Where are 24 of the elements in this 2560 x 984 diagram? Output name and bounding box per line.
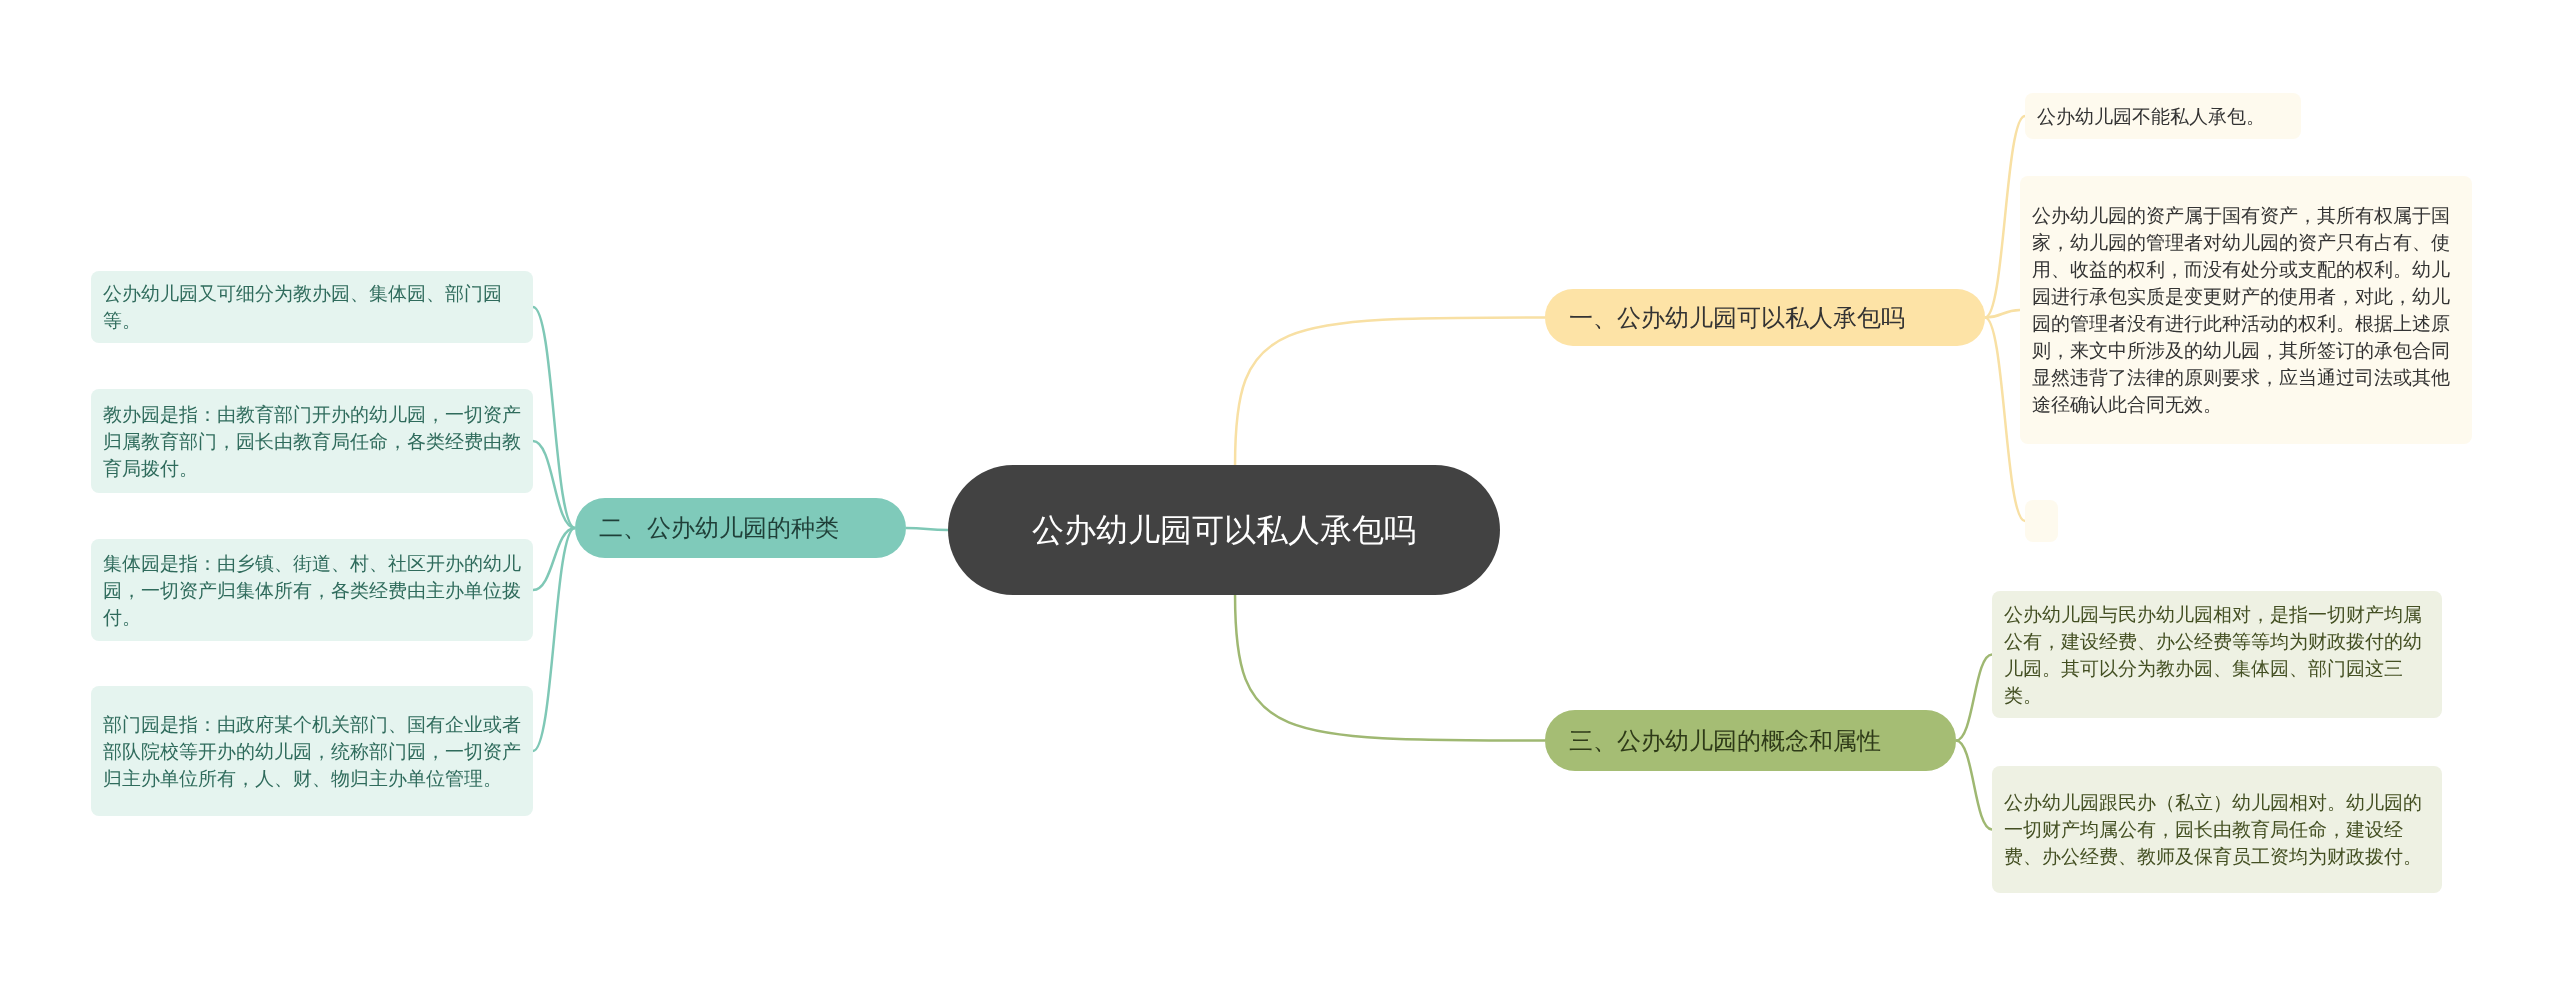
- leaf-note: 公办幼儿园与民办幼儿园相对，是指一切财产均属公有，建设经费、办公经费等等均为财政拨付的幼儿园。其可以分为教办园、集体园、部门园这三类。: [1992, 591, 2442, 718]
- leaf-note: 公办幼儿园不能私人承包。: [2025, 93, 2301, 139]
- leaf-note: 公办幼儿园的资产属于国有资产，其所有权属于国家，幼儿园的管理者对幼儿园的资产只有占有、使用、收益的权利，而没有处分或支配的权利。幼儿园进行承包实质是变更财产的使用者，对此，幼儿园的管理者没有进行此种活动的权利。根据上述原则，来文中所涉及的幼儿园，其所签订的承包合同显然违背了法律的原则要求，应当通过司法或其他途径确认此合同无效。: [2020, 176, 2472, 444]
- connector-line: [1955, 653, 1993, 742]
- connector-line: [532, 439, 576, 530]
- connector-line: [1233, 316, 1545, 466]
- connector-line: [906, 526, 948, 532]
- central-topic: 公办幼儿园可以私人承包吗: [948, 465, 1500, 595]
- branch-topic: 一、公办幼儿园可以私人承包吗: [1545, 289, 1985, 346]
- connector-line: [1984, 115, 2026, 319]
- connector-line: [1984, 316, 2026, 522]
- leaf-note: 部门园是指：由政府某个机关部门、国有企业或者部队院校等开办的幼儿园，统称部门园，一切资产归主办单位所有，人、财、物归主办单位管理。: [91, 686, 533, 816]
- leaf-note: 集体园是指：由乡镇、街道、村、社区开办的幼儿园，一切资产归集体所有，各类经费由主办单位拨付。: [91, 539, 533, 641]
- leaf-note: 公办幼儿园又可细分为教办园、集体园、部门园等。: [91, 271, 533, 343]
- leaf-note: 公办幼儿园跟民办（私立）幼儿园相对。幼儿园的一切财产均属公有，园长由教育局任命，建设经费、办公经费、教师及保育员工资均为财政拨付。: [1992, 766, 2442, 893]
- empty-leaf-box: [2025, 500, 2058, 542]
- leaf-note: 教办园是指：由教育部门开办的幼儿园，一切资产归属教育部门，园长由教育局任命，各类经费由教育局拨付。: [91, 389, 533, 493]
- connector-line: [1955, 739, 1993, 831]
- branch-topic: 二、公办幼儿园的种类: [575, 498, 906, 558]
- connector-line: [532, 306, 576, 529]
- branch-topic: 三、公办幼儿园的概念和属性: [1545, 710, 1956, 771]
- connector-line: [1233, 594, 1545, 742]
- connector-line: [532, 526, 576, 592]
- connector-line: [532, 527, 576, 752]
